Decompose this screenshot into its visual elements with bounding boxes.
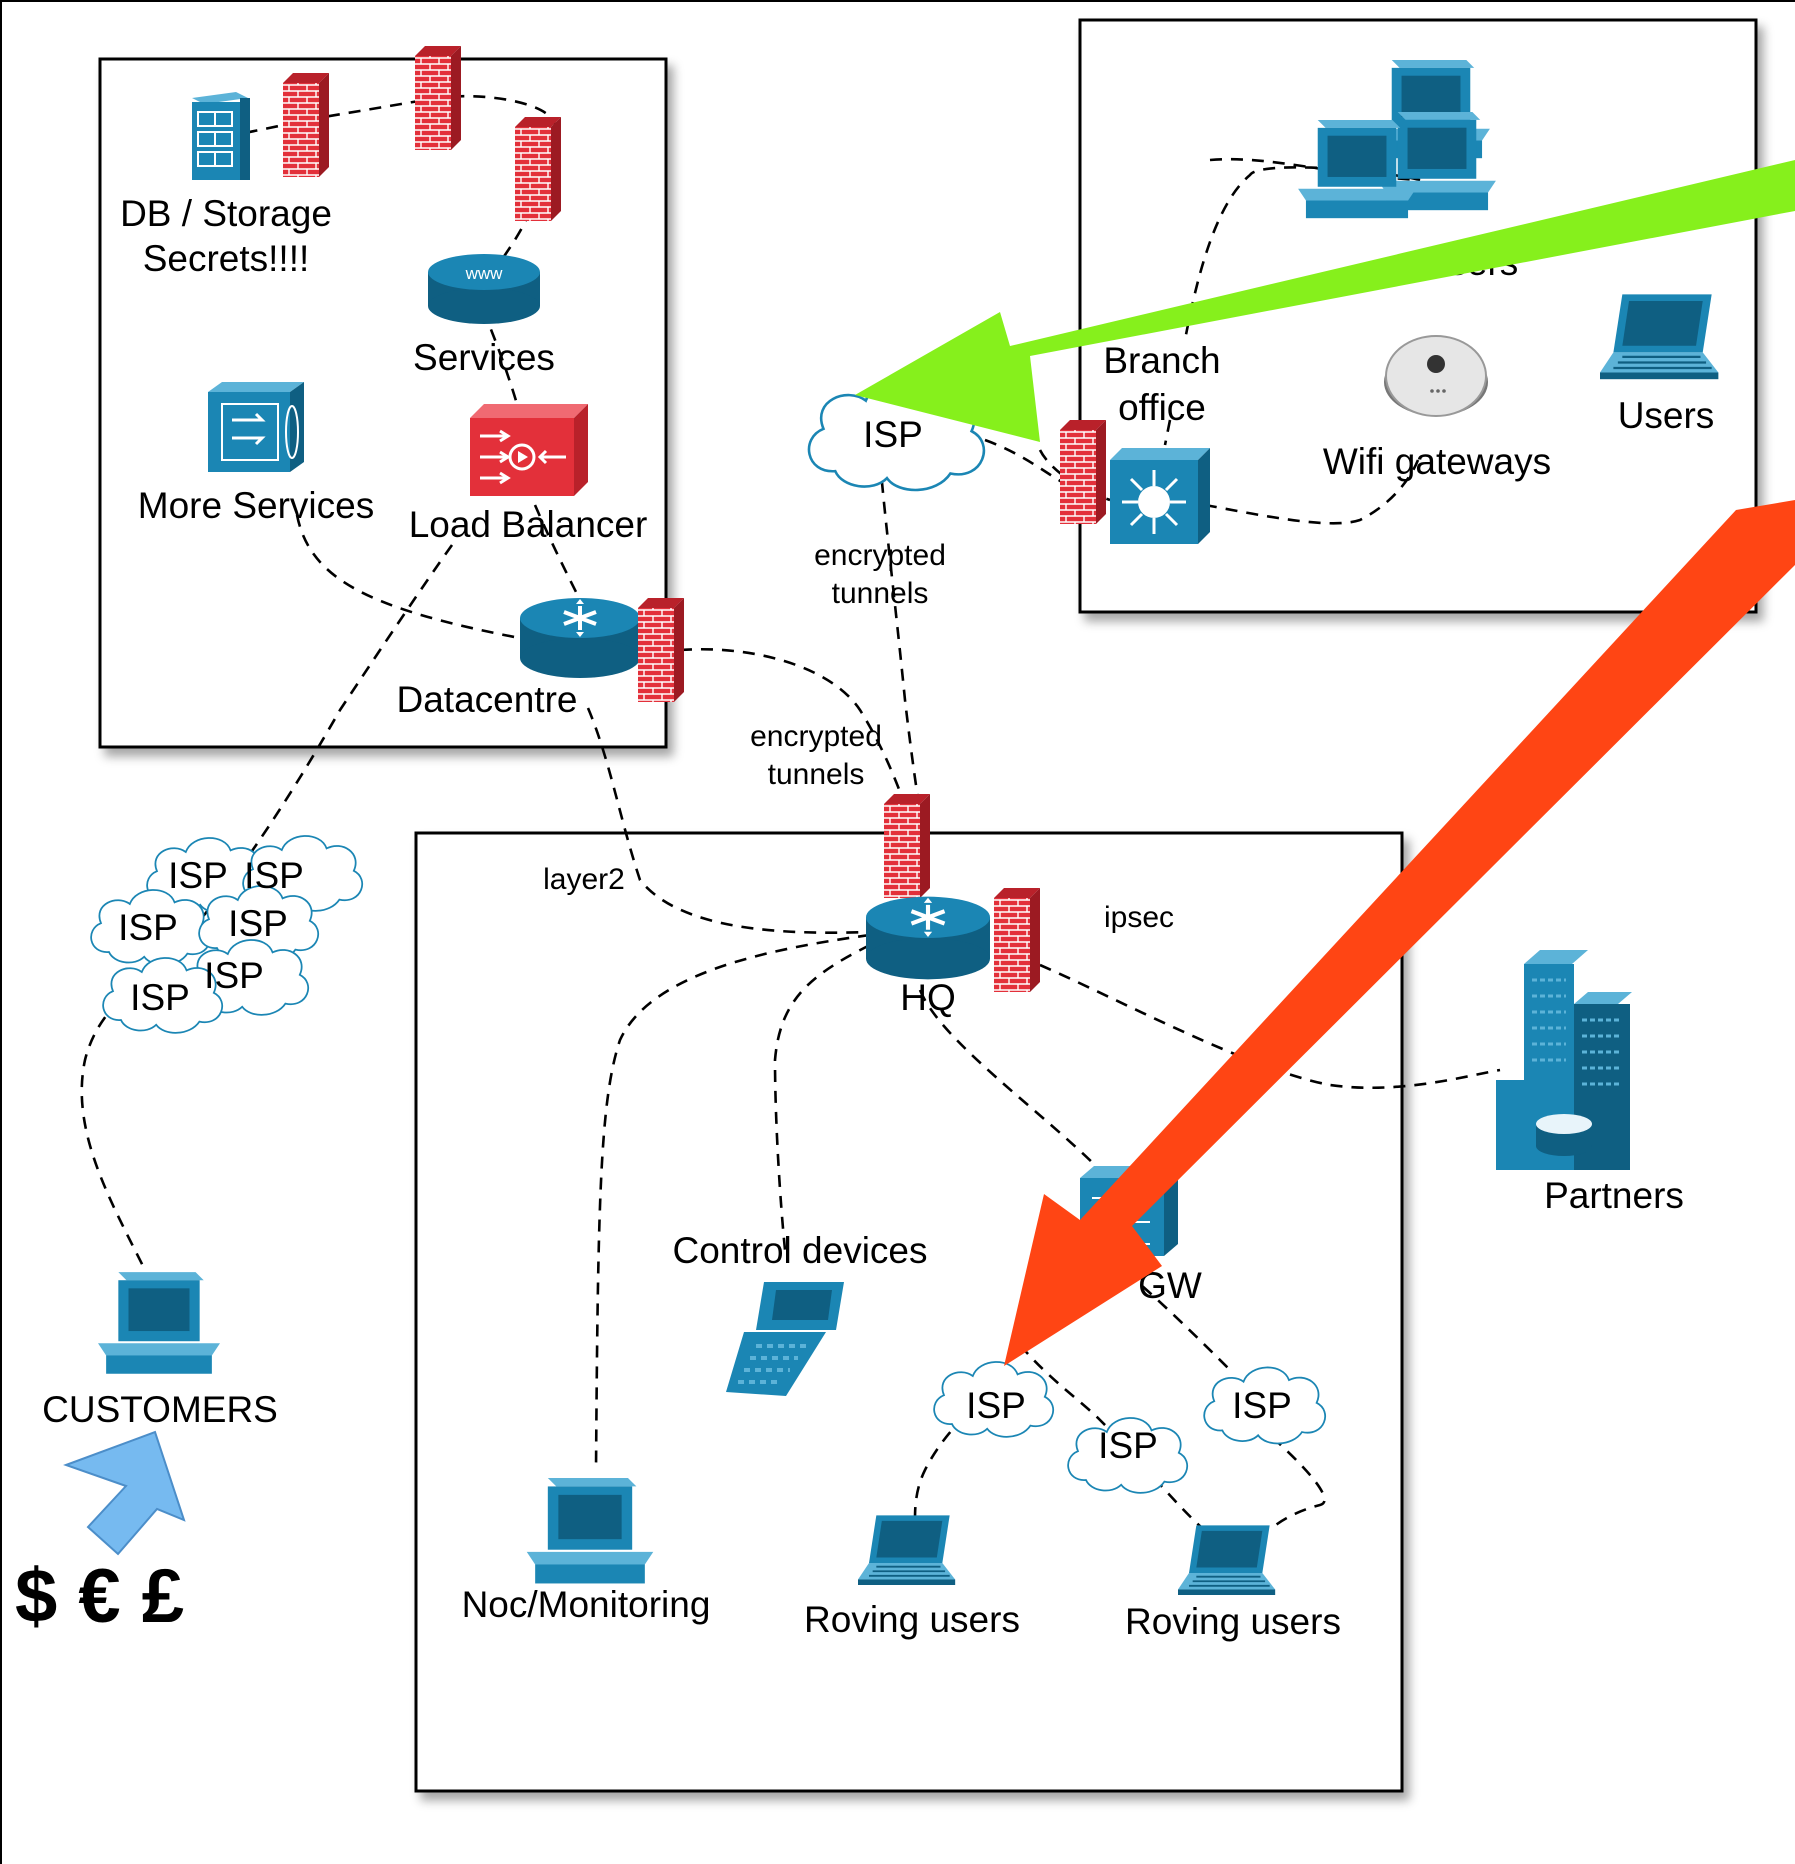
firewall-icon: [638, 598, 684, 702]
router-icon: [866, 897, 990, 980]
hq-label: HQ: [900, 977, 956, 1018]
isp-cluster-label: ISP: [244, 855, 304, 896]
arrow-green-icon: [855, 160, 1795, 442]
hq-box: [414, 831, 1404, 1793]
wifi-gateways-label: Wifi gateways: [1323, 441, 1551, 482]
partners-building-icon: [1496, 950, 1632, 1170]
router-icon: [520, 598, 640, 678]
noc-label: Noc/Monitoring: [462, 1584, 711, 1625]
isp-cluster-label: ISP: [204, 955, 264, 996]
handheld-device-icon: [726, 1282, 844, 1396]
multilayer-switch-icon: [1110, 448, 1210, 544]
firewall-icon: [994, 888, 1040, 992]
isp-hq-label: ISP: [1232, 1385, 1292, 1426]
control-devices-label: Control devices: [672, 1230, 927, 1271]
wifi-gateway-icon: [1384, 335, 1488, 417]
isp-hq-label: ISP: [966, 1385, 1026, 1426]
roving-users-label-1: Roving users: [804, 1599, 1020, 1640]
customers-label: CUSTOMERS: [42, 1389, 278, 1430]
db-storage-label: DB / Storage: [120, 193, 332, 234]
isp-cluster-label: ISP: [228, 903, 288, 944]
secrets-label: Secrets!!!!: [143, 238, 310, 279]
isp-cluster: ISP ISP ISP ISP ISP ISP: [90, 835, 364, 1034]
tunnel-label-a1: encrypted: [814, 539, 946, 572]
services-label: Services: [413, 337, 555, 378]
load-balancer-label: Load Balancer: [409, 504, 648, 545]
tunnel-label-b2: tunnels: [768, 758, 865, 791]
firewall-icon: [283, 73, 329, 177]
layer2-label: layer2: [543, 863, 625, 896]
www-label: www: [465, 264, 504, 283]
arrow-red-icon: [1004, 500, 1795, 1366]
content-switch-icon: [208, 382, 304, 472]
firewall-icon: [415, 46, 461, 150]
more-services-label: More Services: [138, 485, 374, 526]
firewall-icon: [884, 794, 930, 898]
roving-users-label-2: Roving users: [1125, 1601, 1341, 1642]
office-label: office: [1118, 387, 1206, 428]
storage-server-icon: [192, 92, 250, 180]
partners-label: Partners: [1544, 1175, 1684, 1216]
arrow-blue-icon: [63, 1430, 186, 1556]
isp-cluster-label: ISP: [130, 977, 190, 1018]
tunnel-label-b1: encrypted: [750, 720, 882, 753]
users-laptop-label: Users: [1618, 395, 1715, 436]
firewall-icon: [515, 117, 561, 221]
isp-cluster-label: ISP: [118, 907, 178, 948]
isp-cluster-label: ISP: [168, 855, 228, 896]
www-server-icon: www: [428, 254, 540, 324]
isp-branch-label: ISP: [863, 414, 923, 455]
tunnel-label-a2: tunnels: [832, 577, 929, 610]
isp-hq-label: ISP: [1098, 1425, 1158, 1466]
money-label: $ € £: [15, 1554, 184, 1639]
ipsec-label: ipsec: [1104, 901, 1174, 934]
datacentre-label: Datacentre: [397, 679, 578, 720]
firewall-icon: [1060, 420, 1106, 524]
load-balancer-icon: [470, 404, 588, 496]
branch-label: Branch: [1103, 340, 1220, 381]
